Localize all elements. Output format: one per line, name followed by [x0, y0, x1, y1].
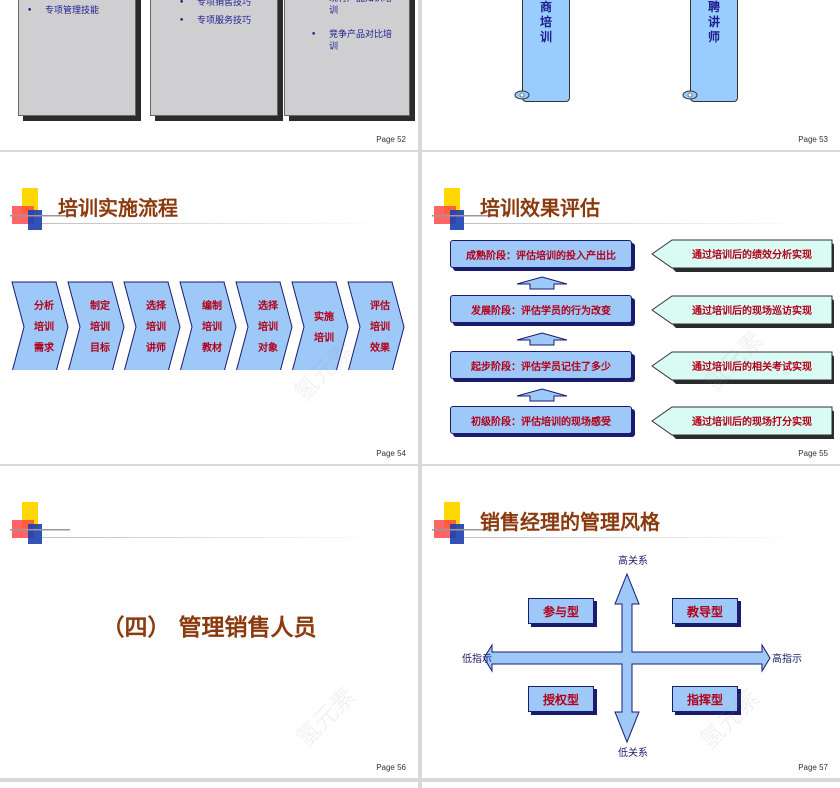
method-label: 通过培训后的现场巡访实现 — [692, 305, 812, 317]
style-box-participative: 参与型 — [528, 598, 594, 624]
page-number: Page 53 — [798, 135, 828, 144]
slide-logo-icon — [432, 188, 492, 230]
title-underline — [464, 223, 804, 224]
chevron-label: 选择培训讲师 — [146, 301, 166, 354]
chevron-label: 评估培训效果 — [370, 301, 390, 354]
page-number: Page 52 — [376, 135, 406, 144]
axis-label-right: 高指示 — [772, 654, 802, 665]
bullet-box-3: •现有产品知识培训 •竞争产品对比培训 — [284, 0, 410, 116]
scroll-curl-left — [514, 90, 530, 100]
axis-label-top: 高关系 — [618, 556, 648, 567]
slide-title: 培训效果评估 — [480, 196, 600, 220]
slide-next-left — [0, 782, 418, 788]
title-underline — [464, 537, 804, 538]
slide-title: 销售经理的管理风格 — [480, 510, 660, 534]
method-arrow: 通过培训后的绩效分析实现 — [650, 239, 834, 272]
method-label: 通过培训后的绩效分析实现 — [692, 249, 812, 261]
bullet-item: •竞争产品对比培训 — [311, 30, 393, 52]
bullet-box-1: •专项管理技能 — [18, 0, 136, 116]
slide-logo-icon — [10, 188, 70, 230]
slide-55: 培训效果评估 成熟阶段：评估培训的投入产出比 发展阶段：评估学员的行为改变 起步… — [422, 152, 840, 464]
page-number: Page 56 — [376, 763, 406, 772]
bullet-item: •现有产品知识培训 — [311, 0, 392, 16]
slide-title: 培训实施流程 — [58, 196, 178, 220]
method-label: 通过培训后的现场打分实现 — [692, 416, 812, 428]
bullet-box-2: •专项销售技巧 •专项服务技巧 — [150, 0, 278, 116]
chevron-label: 实施培训 — [314, 312, 334, 344]
chevron-label: 编制培训教材 — [202, 301, 222, 354]
method-arrow: 通过培训后的相关考试实现 — [650, 351, 834, 384]
watermark: 氢元素 — [290, 681, 362, 753]
slide-52: •专项管理技能 •专项销售技巧 •专项服务技巧 •现有产品知识培训 •竞争产品对… — [0, 0, 418, 150]
axis-label-left: 低指示 — [462, 654, 492, 665]
title-underline — [42, 223, 382, 224]
chevron-step — [123, 281, 181, 370]
chevron-step — [179, 281, 237, 370]
slide-57: 销售经理的管理风格 高关系 低关系 低指示 高指示 参与型 教导型 授权型 指挥… — [422, 466, 840, 778]
bullet-item: •专项服务技巧 — [179, 16, 252, 26]
stage-box: 起步阶段：评估学员记住了多少 — [450, 351, 632, 379]
slide-53: 厂商培训 外聘讲师 Page 53 — [422, 0, 840, 150]
chevron-step — [235, 281, 293, 370]
style-box-coaching: 教导型 — [672, 598, 738, 624]
scroll-curl-right — [682, 90, 698, 100]
chevron-step — [11, 281, 69, 370]
axis-label-bottom: 低关系 — [618, 748, 648, 759]
slide-54: 培训实施流程 分析培训需求 制定培训目标 选择培训讲师 编制培训教材 选择培训对… — [0, 152, 418, 464]
section-heading: （四） 管理销售人员 — [101, 615, 317, 641]
method-arrow: 通过培训后的现场巡访实现 — [650, 295, 834, 328]
chevron-label: 分析培训需求 — [34, 301, 54, 354]
scroll-label: 外聘讲师 — [707, 0, 720, 44]
stage-box: 发展阶段：评估学员的行为改变 — [450, 295, 632, 323]
bullet-item: •专项管理技能 — [27, 6, 100, 16]
scroll-shape-left: 厂商培训 — [522, 0, 570, 102]
chevron-step — [291, 281, 349, 370]
style-box-directing: 指挥型 — [672, 686, 738, 712]
page-number: Page 57 — [798, 763, 828, 772]
page-number: Page 54 — [376, 449, 406, 458]
bullet-item: •专项销售技巧 — [179, 0, 252, 8]
method-arrow: 通过培训后的现场打分实现 — [650, 406, 834, 439]
up-arrow-icon — [516, 332, 568, 346]
method-label: 通过培训后的相关考试实现 — [692, 361, 812, 373]
chevron-label: 选择培训对象 — [258, 301, 278, 354]
slide-logo-icon — [10, 502, 70, 544]
scroll-shape-right: 外聘讲师 — [690, 0, 738, 102]
stage-box: 成熟阶段：评估培训的投入产出比 — [450, 240, 632, 268]
stage-box: 初级阶段：评估培训的现场感受 — [450, 406, 632, 434]
scroll-label: 厂商培训 — [539, 0, 552, 44]
up-arrow-icon — [516, 276, 568, 290]
chevron-label: 制定培训目标 — [90, 301, 110, 354]
page-number: Page 55 — [798, 449, 828, 458]
style-box-delegating: 授权型 — [528, 686, 594, 712]
title-underline — [42, 537, 382, 538]
up-arrow-icon — [516, 388, 568, 402]
slide-next-right — [422, 782, 840, 788]
slide-logo-icon — [432, 502, 492, 544]
chevron-step — [347, 281, 405, 370]
chevron-step — [67, 281, 125, 370]
four-way-arrow-icon — [483, 572, 771, 744]
slide-56: （四） 管理销售人员 氢元素 Page 56 — [0, 466, 418, 778]
